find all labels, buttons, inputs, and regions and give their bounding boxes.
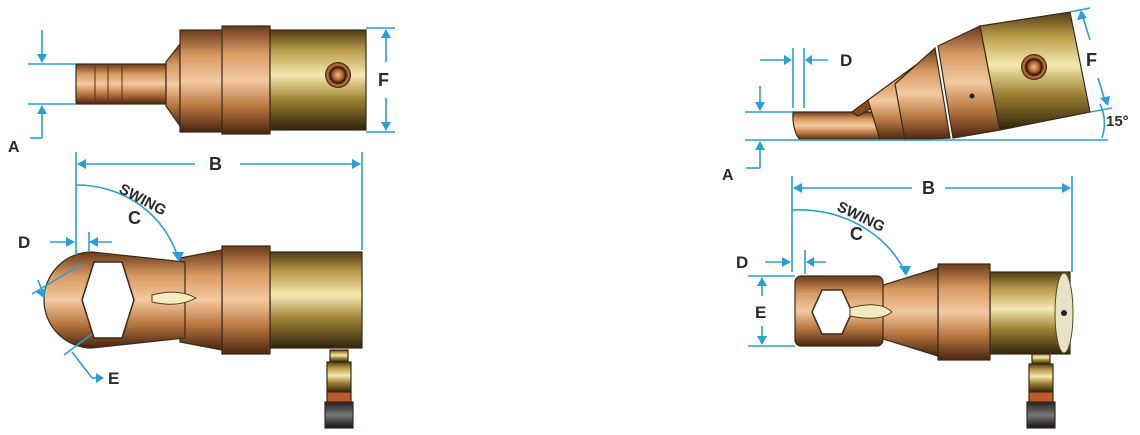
- right-top-label-f: F: [1086, 50, 1097, 70]
- right-bottom-label-c: C: [850, 224, 863, 244]
- left-bottom-dimension-b: B: [75, 152, 363, 255]
- right-top-label-angle: 15°: [1106, 113, 1129, 130]
- right-top-dimension-a: A: [722, 86, 1108, 184]
- left-top-label-a: A: [8, 139, 20, 156]
- left-top-view: A F: [8, 25, 395, 156]
- left-bottom-label-swing: SWING: [116, 181, 169, 220]
- hydraulic-port: [325, 62, 351, 88]
- right-top-view: D A F 15°: [722, 7, 1129, 184]
- left-top-label-f: F: [378, 70, 389, 90]
- left-bottom-dimension-e: E: [31, 263, 119, 388]
- right-top-label-a: A: [722, 167, 734, 184]
- right-hex-socket: [811, 289, 853, 335]
- left-bottom-tool-body: [43, 245, 363, 429]
- right-bottom-label-b: B: [922, 178, 935, 198]
- right-bottom-dimension-d: D: [736, 250, 826, 274]
- left-top-dimension-f: F: [366, 27, 395, 133]
- hex-socket: [81, 261, 135, 339]
- right-top-dimension-d: D: [760, 48, 852, 108]
- right-top-label-d: D: [840, 51, 852, 70]
- right-bottom-dimension-b: B: [791, 176, 1073, 272]
- right-bottom-dimension-e: E: [748, 275, 795, 347]
- right-bottom-label-e: E: [755, 303, 766, 322]
- right-bottom-view: B SWING C D E: [736, 176, 1074, 429]
- left-bottom-swing-arc: SWING C: [75, 181, 184, 262]
- right-hydraulic-port: [1021, 54, 1047, 80]
- left-top-tool-body: [75, 25, 367, 135]
- left-bottom-label-c: C: [128, 208, 141, 228]
- right-top-tool-body: [792, 11, 1091, 141]
- right-bottom-tool-body: [794, 263, 1074, 429]
- right-bottom-label-d: D: [736, 253, 748, 272]
- left-top-dimension-a: A: [8, 30, 76, 156]
- left-bottom-view: B SWING C D E: [18, 152, 363, 429]
- left-bottom-label-b: B: [209, 154, 222, 174]
- left-bottom-dimension-d: D: [18, 232, 112, 252]
- right-top-dimension-f: F: [1069, 7, 1113, 113]
- left-bottom-label-d: D: [18, 233, 30, 252]
- right-top-angle: 15°: [1099, 103, 1129, 139]
- left-bottom-label-e: E: [108, 369, 119, 388]
